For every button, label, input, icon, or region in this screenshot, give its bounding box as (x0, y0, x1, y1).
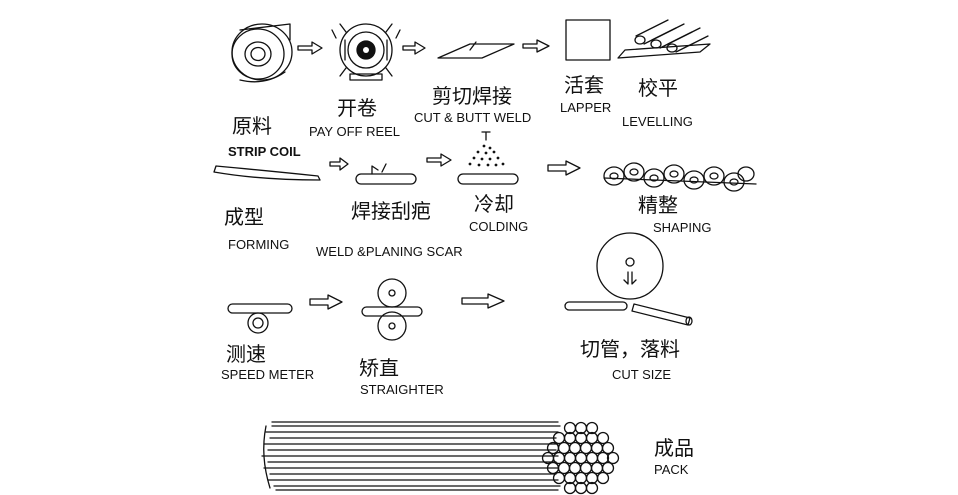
forming-strip-illustration (213, 165, 321, 181)
forming-en: FORMING (228, 237, 290, 252)
forming-zh: 成型 (224, 205, 264, 229)
lapper-en: LAPPER (560, 100, 612, 115)
pay-off-reel-en: PAY OFF REEL (309, 124, 401, 139)
cut-size-illustration (564, 232, 693, 326)
shaping-zh: 精整 (638, 193, 678, 217)
strip-coil-en: STRIP COIL (228, 144, 301, 159)
flow-arrow (309, 294, 343, 310)
shaping-rolls-illustration (603, 162, 757, 192)
straighter-illustration (361, 278, 423, 341)
flow-arrow (461, 293, 505, 309)
cut-weld-en: CUT & BUTT WELD (414, 110, 532, 125)
flow-arrow (547, 160, 581, 176)
strip-coil-zh: 原料 (232, 114, 272, 138)
flow-arrow (329, 157, 349, 171)
straighter-zh: 矫直 (359, 356, 399, 380)
pack-en: PACK (654, 462, 689, 477)
weld-planing-zh: 焊接刮疤 (351, 199, 431, 223)
strip-coil-illustration (231, 23, 293, 83)
flow-arrow (402, 41, 426, 55)
cut-weld-illustration (437, 41, 515, 59)
cut-size-en: CUT SIZE (612, 367, 671, 382)
colding-en: COLDING (469, 219, 529, 234)
pay-off-reel-illustration (331, 23, 401, 81)
speed-meter-zh: 测速 (226, 342, 266, 366)
straighter-en: STRAIGHTER (360, 382, 444, 397)
cut-size-zh: 切管，落料 (580, 337, 680, 361)
levelling-illustration (617, 19, 711, 59)
levelling-en: LEVELLING (622, 114, 693, 129)
pack-zh: 成品 (654, 436, 694, 460)
pack-bundle-illustration (261, 421, 620, 495)
pay-off-reel-zh: 开卷 (337, 96, 377, 120)
speed-meter-en: SPEED METER (221, 367, 315, 382)
weld-pipe-illustration (355, 163, 417, 185)
flow-arrow (522, 39, 550, 53)
cut-weld-zh: 剪切焊接 (432, 84, 512, 108)
levelling-zh: 校平 (638, 76, 678, 100)
shaping-en: SHAPING (653, 220, 712, 235)
colding-zh: 冷却 (474, 192, 514, 216)
lapper-box (565, 19, 611, 61)
weld-planing-en: WELD &PLANING SCAR (316, 244, 463, 259)
flow-arrow (297, 41, 323, 55)
lapper-zh: 活套 (564, 73, 604, 97)
flow-arrow (426, 153, 452, 167)
speed-meter-illustration (227, 303, 293, 334)
cooling-illustration (457, 131, 519, 185)
